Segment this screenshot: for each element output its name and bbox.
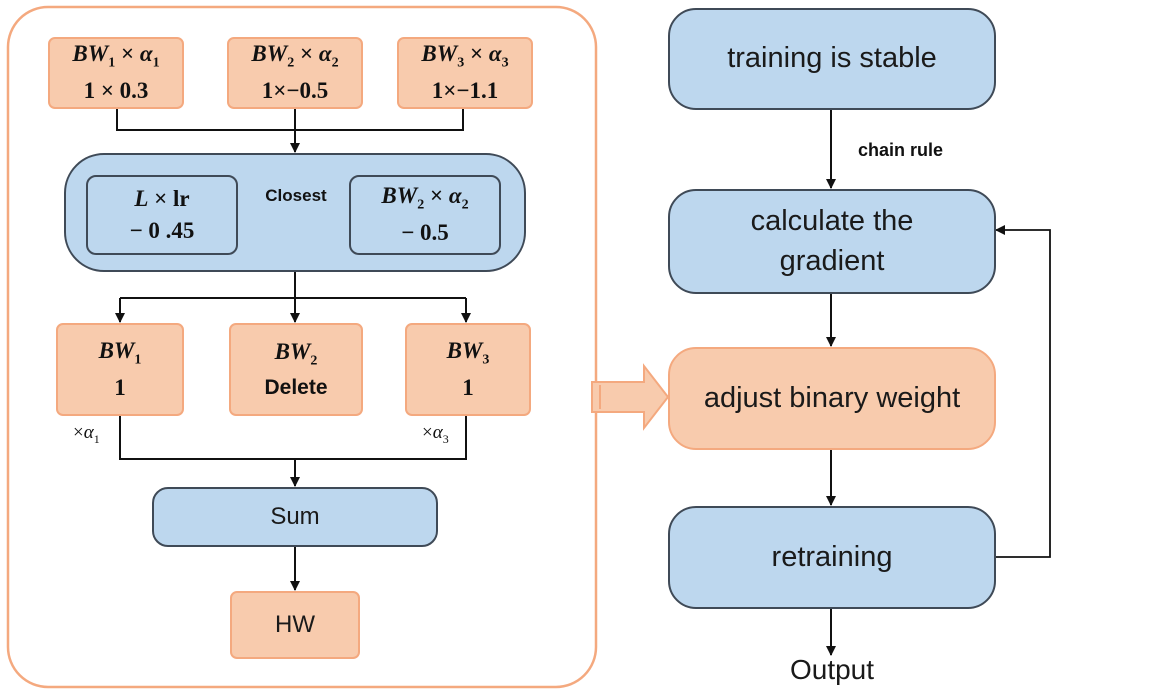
sum-merge-connector <box>119 416 467 487</box>
split-connector <box>115 272 471 323</box>
closest-label: Closest <box>265 186 327 205</box>
output-label: Output <box>789 654 875 685</box>
bw2-alpha2-box: BW2 × α2 − 0.5 <box>349 175 501 255</box>
top-box-bw2: BW2 × α2 1×−0.5 <box>227 37 363 109</box>
mid-box-bw3: BW3 1 <box>405 323 531 416</box>
retraining-box: retraining <box>668 506 996 609</box>
adjust-binary-weight-box: adjust binary weight <box>668 347 996 450</box>
mult-alpha3-label: ×α3 <box>422 422 449 446</box>
top-box-bw1: BW1 × α1 1 × 0.3 <box>48 37 184 109</box>
top-box-bw3: BW3 × α3 1×−1.1 <box>397 37 533 109</box>
calculate-gradient-box: calculate the gradient <box>668 189 996 294</box>
mid-box-bw2: BW2 Delete <box>229 323 363 416</box>
mult-alpha1-label: ×α1 <box>73 422 100 446</box>
mid-box-bw1: BW1 1 <box>56 323 184 416</box>
feedback-loop-arrow <box>995 225 1051 558</box>
hollow-arrow <box>591 363 670 431</box>
training-stable-box: training is stable <box>668 8 996 110</box>
top-merge-connector <box>116 108 464 153</box>
sum-box: Sum <box>152 487 438 547</box>
hw-box: HW <box>230 591 360 659</box>
loss-lr-box: L × lr − 0 .45 <box>86 175 238 255</box>
chain-rule-label: chain rule <box>858 140 944 160</box>
